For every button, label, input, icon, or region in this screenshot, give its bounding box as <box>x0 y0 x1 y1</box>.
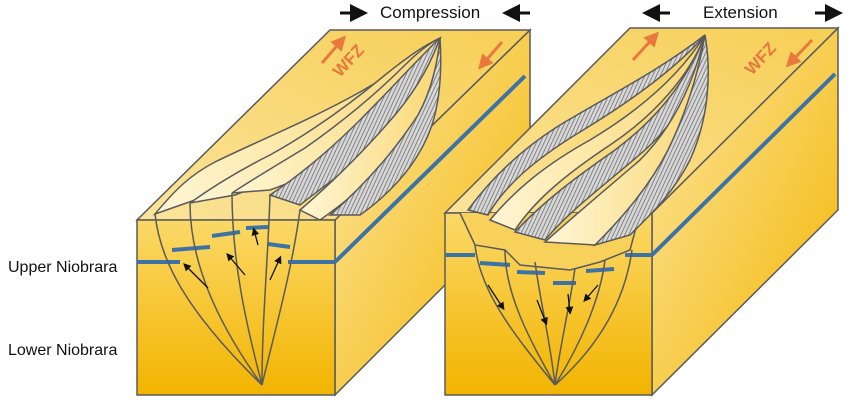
right-wfz-arrow-up-icon <box>631 31 660 62</box>
right-wfz-arrow-down-icon <box>785 38 814 68</box>
upper-niobrara-label: Upper Niobrara <box>8 259 118 276</box>
compression-title: Compression <box>380 3 481 22</box>
compression-block: WFZ <box>135 4 532 397</box>
left-fault-sheets <box>152 36 442 221</box>
left-horizon-side <box>333 74 527 264</box>
right-horizon-side <box>650 72 837 257</box>
left-wfz-arrow-down-icon <box>478 41 504 70</box>
lower-niobrara-label: Lower Niobrara <box>8 342 118 359</box>
right-motion-arrows <box>487 284 599 326</box>
left-wfz-arrow-up-icon <box>320 35 346 64</box>
extension-block: WFZ <box>443 4 843 397</box>
left-fault-traces <box>154 192 301 386</box>
left-block-front-face <box>136 219 336 396</box>
right-fault-traces <box>474 244 633 386</box>
extension-title: Extension <box>703 3 778 22</box>
right-fault-sheets <box>466 34 709 247</box>
left-motion-arrows <box>183 227 282 289</box>
